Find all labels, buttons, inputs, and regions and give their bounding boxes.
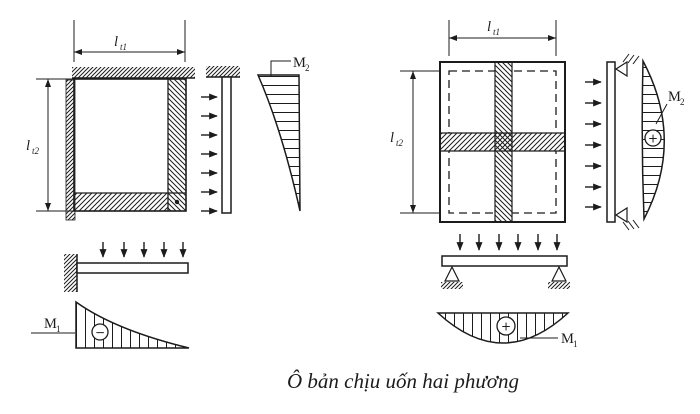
horizontal-load-arrows [585, 78, 602, 211]
support-hatching [622, 219, 640, 231]
strip-intersection [495, 133, 512, 151]
moment-label-subscript: 1 [573, 339, 578, 349]
dim-arrowhead [74, 49, 82, 55]
right-slab-plan: l t1 l t2 [390, 19, 566, 223]
strip-member [606, 61, 616, 223]
moment-sign-circle [91, 323, 109, 341]
fixed-wall-hatching [64, 254, 77, 292]
figure-caption: Ô bản chịu uốn hai phương [287, 369, 519, 393]
dim-label: l [487, 19, 491, 35]
dimension-side: l t2 [390, 70, 440, 214]
moment-sign-circle [496, 316, 516, 336]
moment-label: M [293, 55, 306, 71]
dim-label: l [390, 130, 394, 146]
pin-support-icon [551, 265, 567, 282]
vertical-load-arrows [456, 234, 561, 251]
moment-label: M [561, 331, 574, 347]
beam-member [441, 255, 568, 267]
slab-strip-vertical [168, 79, 186, 211]
left-strip-elevation [201, 66, 240, 215]
left-moment-m1-diagram: − M 1 [31, 300, 190, 349]
dim-arrowhead [45, 79, 51, 87]
right-strip-elevation [585, 53, 640, 231]
dim-arrowhead [45, 203, 51, 211]
pin-support-right [548, 265, 570, 289]
slab-outline [439, 61, 566, 223]
dim-label-subscript: t1 [493, 27, 500, 37]
moment-sign: − [95, 326, 105, 340]
dim-arrowhead [548, 35, 556, 41]
dim-arrowhead [449, 35, 457, 41]
pin-support-bottom [614, 206, 640, 231]
dim-label-subscript: t1 [120, 42, 127, 52]
label-leader-line [655, 103, 668, 125]
strip-intersection-dot [174, 199, 180, 205]
moment-sign: + [501, 320, 511, 334]
left-slab-plan: l t1 l t2 [26, 20, 195, 221]
dim-label: l [114, 34, 118, 50]
slab-strip-horizontal [75, 193, 168, 211]
strip-member [221, 76, 232, 214]
support-hatching [548, 282, 570, 289]
dim-arrowhead [410, 205, 416, 213]
support-hatching [441, 282, 463, 289]
fixed-edge-hatching-left [65, 79, 76, 221]
fixed-edge-hatching-top [72, 67, 195, 78]
beam-member [76, 262, 189, 274]
left-cantilever-beam [64, 242, 189, 292]
dim-arrowhead [410, 71, 416, 79]
dim-label: l [26, 138, 30, 154]
moment-label: M [44, 316, 57, 332]
right-moment-m2-diagram: + M 2 [641, 58, 685, 222]
pin-support-left [441, 265, 463, 289]
fixed-support-hatching [206, 66, 240, 77]
moment-label: M [668, 89, 681, 105]
horizontal-load-arrows [201, 93, 218, 215]
pin-support-icon [614, 60, 628, 78]
vertical-load-arrows [99, 242, 187, 258]
moment-sign-circle [644, 129, 662, 147]
pin-support-icon [444, 265, 460, 282]
right-simply-supported-beam [441, 234, 570, 289]
dimension-side: l t2 [26, 78, 74, 212]
moment-sign: + [648, 132, 658, 146]
dimension-top: l t1 [448, 19, 557, 56]
moment-label-subscript: 1 [56, 324, 61, 334]
left-moment-m2-diagram: M 2 [256, 55, 310, 212]
right-moment-m1-diagram: + M 1 [436, 312, 578, 349]
support-hatching [622, 53, 640, 65]
moment-diagram-shape [75, 300, 190, 349]
label-leader-line [270, 60, 291, 76]
moment-label-subscript: 2 [680, 97, 685, 107]
pin-support-top [614, 53, 640, 78]
dim-label-subscript: t2 [396, 138, 404, 148]
dim-arrowhead [177, 49, 185, 55]
pin-support-icon [614, 206, 628, 224]
dimension-top: l t1 [73, 20, 186, 62]
moment-diagram-shape [256, 74, 301, 212]
dim-label-subscript: t2 [32, 146, 40, 156]
moment-label-subscript: 2 [305, 63, 310, 73]
